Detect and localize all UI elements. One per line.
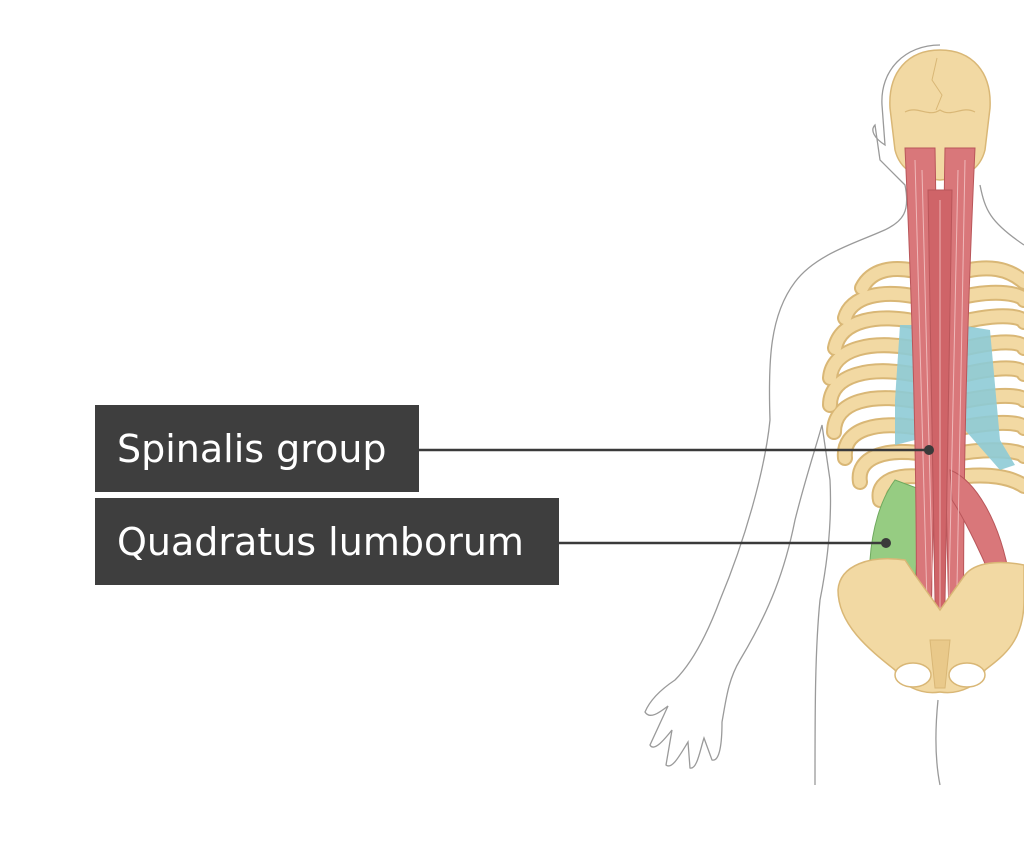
quadratus-leader-dot (881, 538, 891, 548)
spinalis-group-label: Spinalis group (95, 405, 419, 492)
intercostal-muscles (895, 325, 1015, 470)
pelvis (837, 558, 1024, 694)
quadratus-lumborum-label: Quadratus lumborum (95, 498, 559, 585)
leader-lines (419, 445, 934, 548)
skull (889, 49, 991, 181)
muscle-fibers (914, 159, 966, 650)
spinalis-leader-dot (924, 445, 934, 455)
body-outline (644, 44, 1024, 786)
